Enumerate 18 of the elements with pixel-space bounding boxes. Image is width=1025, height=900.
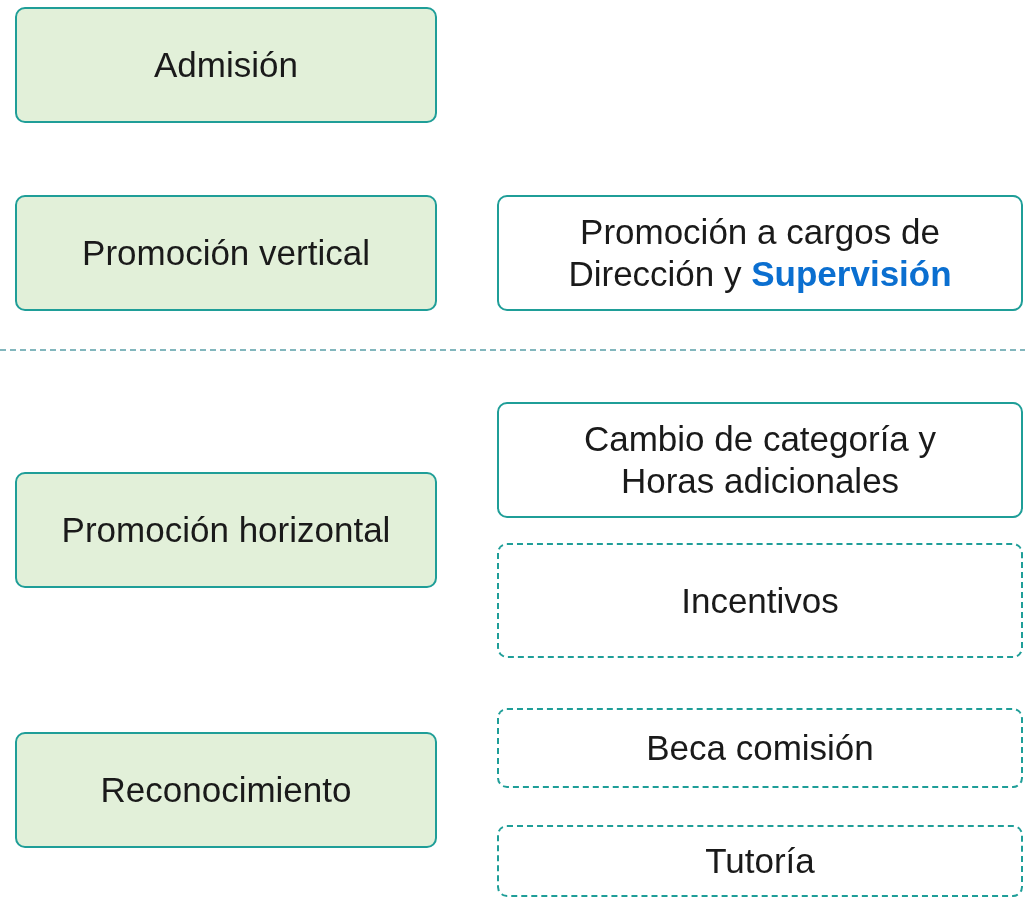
category-box [497, 825, 1023, 897]
box-label: Incentivos [681, 579, 839, 622]
box-label: Cambio de categoría y Horas adicionales [582, 418, 938, 502]
category-box [15, 195, 437, 311]
category-box [497, 195, 1023, 311]
category-box [497, 543, 1023, 658]
box-label: Promoción vertical [82, 232, 370, 274]
box-label: Reconocimiento [100, 769, 352, 811]
category-box [15, 472, 437, 588]
category-box [15, 732, 437, 848]
category-box [497, 708, 1023, 788]
box-label: Promoción horizontal [61, 509, 391, 551]
box-label: Admisión [154, 44, 298, 86]
category-box [497, 402, 1023, 518]
category-box [15, 7, 437, 123]
box-label: Tutoría [705, 840, 815, 882]
box-label: Promoción a cargos de Dirección y Supervisión [567, 211, 953, 295]
box-label: Beca comisión [646, 727, 874, 769]
